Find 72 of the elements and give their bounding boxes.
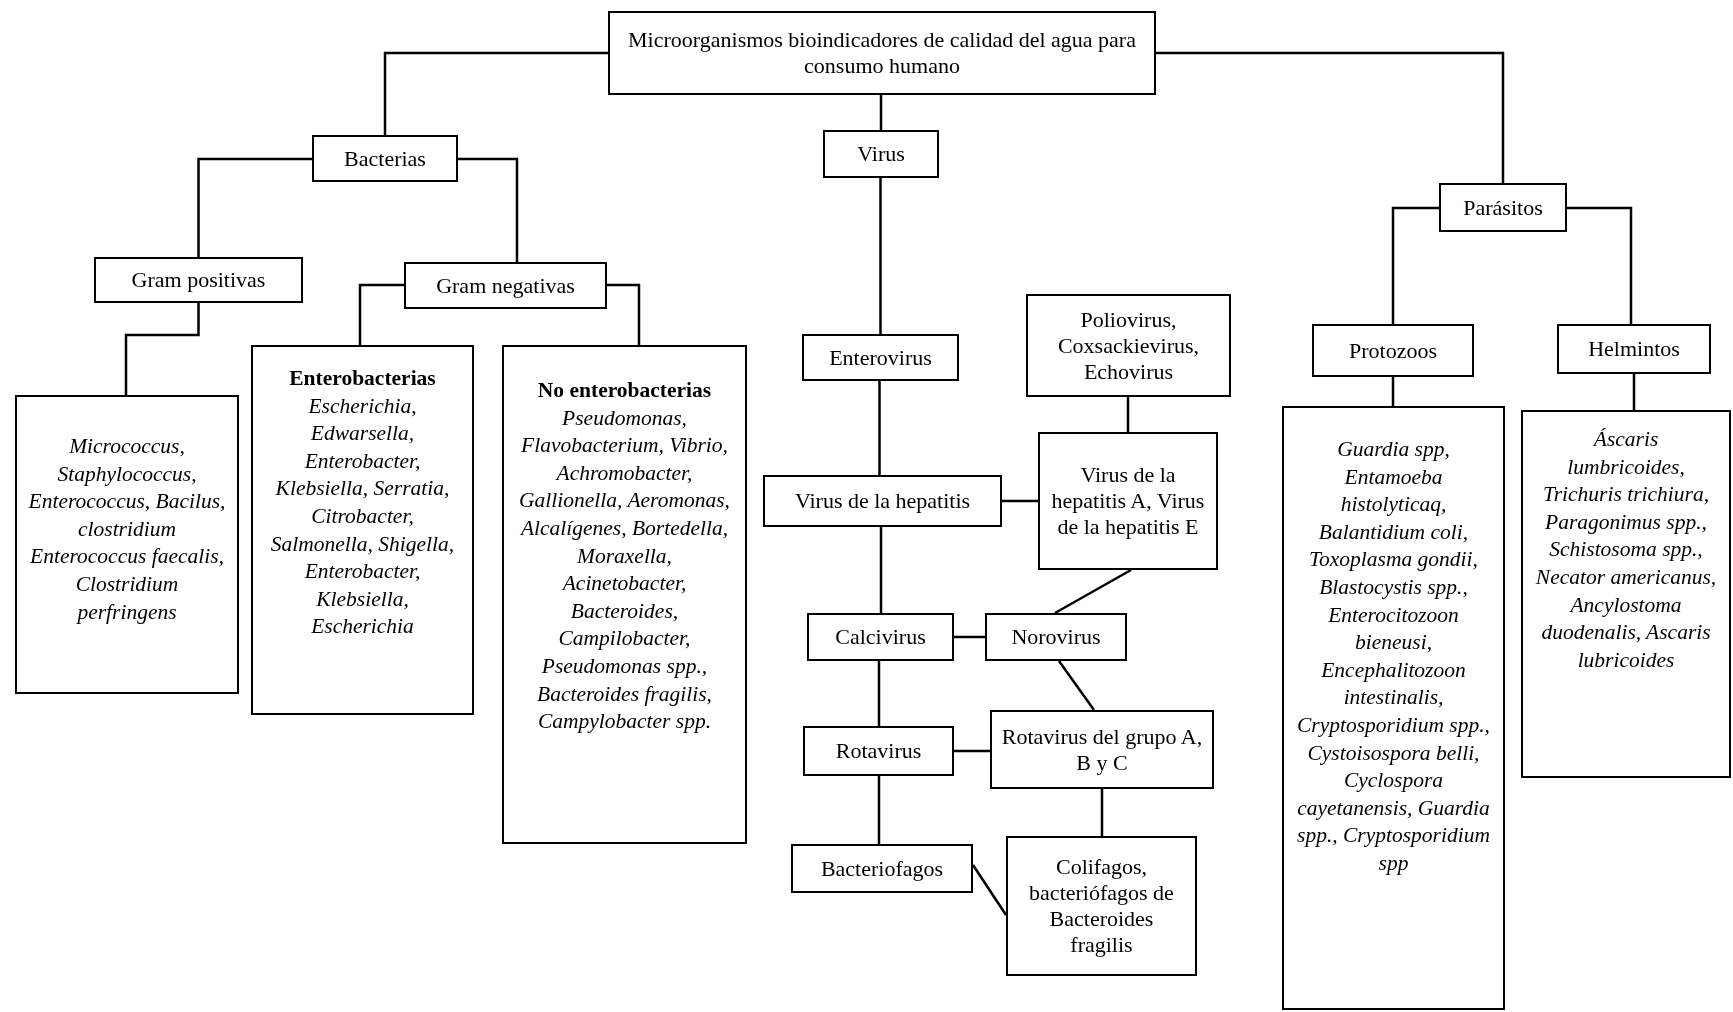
category-box [1006, 836, 1197, 976]
node-label: Rotavirus del grupo A, B y C [1000, 723, 1204, 776]
connector-line [1632, 374, 1636, 410]
category-box [803, 726, 954, 776]
category-box [802, 334, 959, 381]
species-list-box [15, 395, 239, 694]
node-label: Bacterias [344, 145, 426, 172]
species-list-box [251, 345, 474, 715]
connector-line [383, 51, 608, 135]
node-label: Microorganismos bioindicadores de calidad del agua para consumo humano [627, 27, 1137, 79]
node-label: Bacteriofagos [820, 855, 944, 882]
node-label: Parásitos [1463, 194, 1543, 221]
category-box [1312, 324, 1474, 377]
category-box [312, 135, 458, 182]
species-list: Pseudomonas, Flavobacterium, Vibrio, Achromobacter, Gallionella, Aeromonas, Alcalígenes, Bortedella, Moraxella, Acinetobacter, Bacteroides, Campilobacter, Pseudomonas spp., Bacteroides fragilis, Campylobacter spp. [514, 404, 735, 736]
list-heading: No enterobacterias [537, 377, 712, 404]
connector-line [1126, 397, 1130, 432]
species-list-box [1282, 406, 1505, 1010]
node-label: Virus de la hepatitis A, Virus de la hepatitis E [1050, 462, 1206, 540]
node-label: Virus [857, 141, 905, 167]
category-box [763, 475, 1002, 527]
connector-line [197, 157, 312, 257]
connector-line [1058, 660, 1095, 711]
connector-line [1002, 499, 1038, 503]
category-box [990, 710, 1214, 789]
node-label: Gram positivas [131, 267, 266, 293]
connector-line [877, 661, 881, 726]
node-label: Gram negativas [436, 272, 575, 299]
category-box [404, 262, 607, 309]
connector-line [1567, 206, 1633, 324]
connector-line [877, 776, 881, 844]
category-box [1038, 432, 1218, 570]
species-list-box [1521, 410, 1731, 778]
category-box [94, 257, 303, 303]
connector-line [1391, 377, 1395, 406]
node-label: Enterovirus [829, 344, 932, 371]
species-list: Áscaris lumbricoides, Trichuris trichiura, Paragonimus spp., Schistosoma spp., Necator americanus, Ancylostoma duodenalis, Ascaris lubricoides [1533, 426, 1719, 675]
species-list: Escherichia, Edwarsella, Enterobacter, Klebsiella, Serratia, Citrobacter, Salmonella, Shigella, Enterobacter, Klebsiella, Escherichia [263, 392, 462, 641]
connector-line [607, 283, 641, 345]
category-box [1557, 324, 1711, 374]
connector-line [954, 749, 990, 753]
node-label: Poliovirus, Coxsackievirus, Echovirus [1056, 306, 1201, 385]
connector-line [1156, 51, 1505, 183]
category-box [1026, 294, 1231, 397]
category-box [608, 11, 1156, 95]
connector-line [458, 157, 519, 262]
node-label: Norovirus [1011, 624, 1101, 650]
node-label: Protozoos [1349, 337, 1437, 364]
connector-line [1391, 206, 1439, 324]
list-heading: Enterobacterias [289, 365, 436, 392]
connector-line [1054, 568, 1132, 615]
connector-line [1100, 789, 1104, 836]
category-box [791, 844, 973, 893]
node-label: Colifagos, bacteriófagos de Bacteroides fragilis [1028, 854, 1175, 958]
connector-line [879, 527, 883, 613]
connector-line [879, 178, 882, 334]
connector-line [124, 303, 200, 395]
node-label: Calcivirus [835, 624, 926, 650]
category-box [823, 130, 939, 178]
node-label: Helmintos [1588, 336, 1680, 362]
node-label: Rotavirus [835, 738, 922, 764]
connector-line [954, 635, 985, 639]
species-list: Guardia spp, Entamoeba histolyticaq, Balantidium coli, Toxoplasma gondii, Blastocystis spp., Enterocitozoon bieneusi, Encephalitozoon intestinalis, Cryptosporidium spp., Cystoisospora belli, Cyclospora cayetanensis, Guardia spp., Cryptosporidium spp [1294, 436, 1493, 878]
species-list-box [502, 345, 747, 844]
category-box [1439, 183, 1567, 232]
node-label: Virus de la hepatitis [794, 488, 971, 514]
category-box [807, 613, 954, 661]
connector-line [879, 95, 883, 130]
connector-line [358, 283, 404, 345]
category-box [985, 613, 1127, 661]
connector-line [878, 381, 881, 475]
species-list: Micrococcus, Staphylococcus, Enterococcus, Bacilus, clostridium Enterococcus faecalis, Clostridium perfringens [27, 433, 227, 627]
